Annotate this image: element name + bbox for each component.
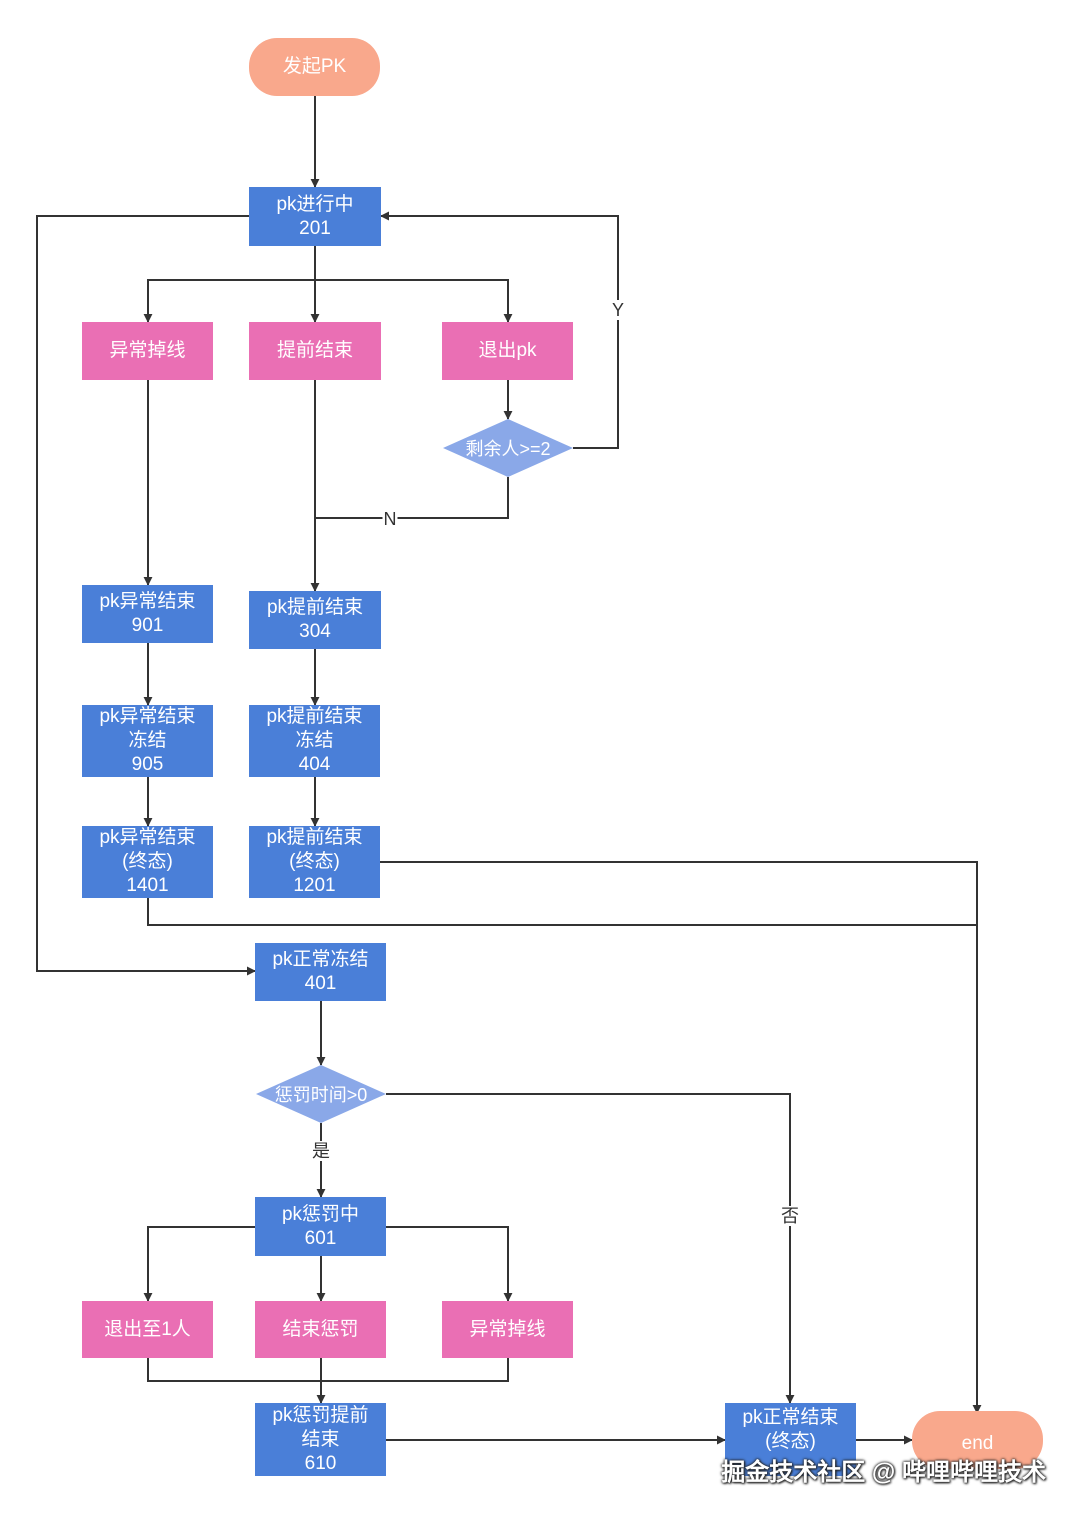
edge-ongoing-to-exit [315,279,513,323]
pk-abnormal-end-code: 901 [131,615,164,636]
edge-ongoing-to-401 [36,215,256,976]
abnormal-drop-node: 异常掉线 [82,322,213,380]
exit-pk-node: 退出pk [442,322,573,380]
pk-early-end-label: pk提前结束 [266,597,364,618]
yes-label: Y [610,300,626,320]
end-label: end [961,1433,994,1454]
abnormal-drop-2-label: 异常掉线 [469,1318,546,1340]
remaining-check-label: 剩余人>=2 [465,439,551,459]
edge-check-no [315,477,509,519]
pk-abnormal-final-code: 1401 [126,875,169,896]
pk-ongoing-code: 201 [299,217,331,239]
pk-abnormal-freeze-sub: 冻结 [128,730,167,751]
pk-early-freeze-node: pk提前结束 冻结 404 [249,705,380,777]
pk-abnormal-end-node: pk异常结束 901 [82,585,213,643]
early-end-label: 提前结束 [276,340,353,361]
pk-early-freeze-sub: 冻结 [295,730,334,751]
edge-penalty-no [386,1093,795,1404]
pk-abnormal-final-label: pk异常结束 [99,827,196,848]
pk-early-end-node: pk提前结束 304 [249,591,381,649]
pk-early-final-label: pk提前结束 [266,827,363,848]
pk-abnormal-freeze-node: pk异常结束 冻结 905 [82,705,213,777]
edge-merge-to-610 [147,1358,509,1403]
edge-check-yes [380,211,619,449]
pk-early-final-sub: (终态) [289,851,340,872]
pk-penalty-early-end-node: pk惩罚提前 结束 610 [255,1403,386,1476]
early-end-node: 提前结束 [249,322,381,380]
abnormal-drop-2-node: 异常掉线 [442,1301,573,1358]
end-penalty-label: 结束惩罚 [282,1318,359,1340]
pk-penalty-code: 601 [304,1227,337,1249]
end-penalty-node: 结束惩罚 [255,1301,386,1358]
edge-1201-to-end [380,861,982,1414]
edge-601-to-exit-one [143,1226,255,1302]
edge-ongoing-to-drop [143,279,315,323]
pk-ongoing-label: pk进行中 [276,193,354,215]
exit-to-one-node: 退出至1人 [82,1301,213,1358]
pk-early-freeze-label: pk提前结束 [266,706,363,727]
no-label: N [382,509,398,529]
start-node: 发起PK [249,38,380,96]
pk-early-final-code: 1201 [293,875,336,896]
pk-abnormal-final-node: pk异常结束 (终态) 1401 [82,826,213,898]
pk-abnormal-freeze-label: pk异常结束 [99,706,196,727]
pk-early-end-code: 304 [299,621,331,642]
penalty-check-diamond [256,1065,386,1123]
pk-normal-freeze-node: pk正常冻结 401 [255,943,386,1001]
pk-abnormal-freeze-code: 905 [131,754,164,775]
remaining-check-diamond [443,419,573,477]
start-label: 发起PK [282,56,347,77]
penalty-check-label: 惩罚时间>0 [274,1085,368,1105]
pk-penalty-early-end-label: pk惩罚提前 [272,1404,369,1426]
pk-normal-end-label: pk正常结束 [742,1407,839,1428]
pk-normal-end-sub: (终态) [765,1431,816,1452]
pk-penalty-label: pk惩罚中 [281,1203,360,1225]
pk-abnormal-final-sub: (终态) [122,851,173,872]
watermark-text: 掘金技术社区 @ 哔哩哔哩技术 [721,1459,1046,1486]
exit-pk-label: 退出pk [478,340,537,361]
pk-penalty-early-end-sub: 结束 [301,1428,340,1450]
pk-ongoing-node: pk进行中 201 [249,187,381,246]
pk-early-freeze-code: 404 [298,754,331,775]
edge-1401-to-end [147,898,977,926]
pk-normal-freeze-code: 401 [304,973,337,994]
pk-penalty-early-end-code: 610 [304,1452,337,1474]
pk-normal-end-node: pk正常结束 (终态) [725,1403,856,1476]
pk-abnormal-end-label: pk异常结束 [99,591,196,612]
pk-early-final-node: pk提前结束 (终态) 1201 [249,826,380,898]
pk-penalty-node: pk惩罚中 601 [255,1197,386,1256]
exit-to-one-label: 退出至1人 [104,1318,191,1340]
penalty-yes-label: 是 [311,1141,331,1161]
abnormal-drop-label: 异常掉线 [109,340,186,361]
penalty-no-label: 否 [780,1206,800,1226]
end-node: end [912,1411,1043,1469]
edge-601-to-drop2 [386,1226,513,1302]
pk-normal-freeze-label: pk正常冻结 [272,949,369,970]
